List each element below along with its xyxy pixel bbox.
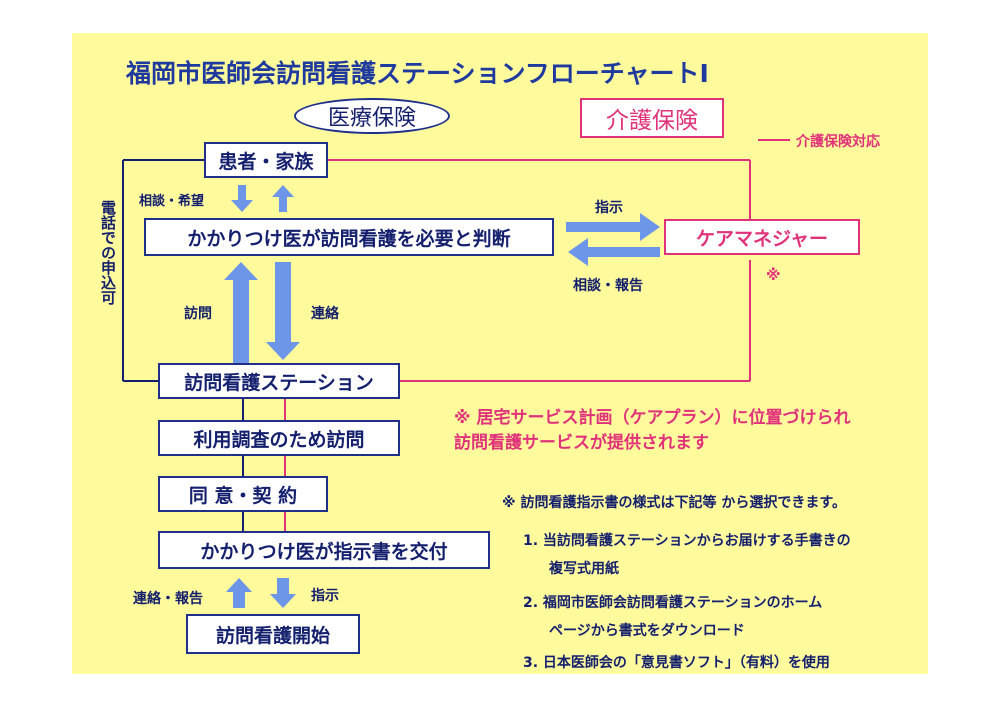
form-item: ページから書式をダウンロード <box>549 623 745 639</box>
arrow-up-visit <box>224 262 258 365</box>
usage-survey-box: 利用調査のため訪問 <box>158 420 400 456</box>
care-manager-box: ケアマネジャー <box>664 219 860 255</box>
consult-request-label: 相談・希望 <box>139 194 205 209</box>
form-item: 複写式用紙 <box>549 561 619 577</box>
medical-insurance-label: 医療保険 <box>294 98 450 134</box>
arrow-down-consult <box>231 185 253 212</box>
contact-label: 連絡 <box>311 306 339 322</box>
instruction-bottom-label: 指示 <box>311 588 339 604</box>
care-insurance-legend: 介護保険対応 <box>796 134 880 150</box>
arrow-right-instruction <box>566 213 660 241</box>
instruction-label: 指示 <box>595 200 623 216</box>
arrow-left-consult <box>568 238 660 266</box>
phone-application-label: 電話での申込可 <box>99 200 117 305</box>
form-item: 2. 福岡市医師会訪問看護ステーションのホーム <box>523 595 823 611</box>
care-plan-note-line1: ※ 居宅サービス計画（ケアプラン）に位置づけられ <box>454 408 851 428</box>
page-title: 福岡市医師会訪問看護ステーションフローチャートⅠ <box>126 59 709 88</box>
arrow-up-consult <box>272 185 294 212</box>
form-item: 1. 当訪問看護ステーションからお届けする手書きの <box>523 533 851 549</box>
asterisk-mark: ※ <box>766 266 781 284</box>
contact-report-label: 連絡・報告 <box>133 591 203 607</box>
instruction-document-box: かかりつけ医が指示書を交付 <box>158 531 490 569</box>
visit-label: 訪問 <box>184 306 212 322</box>
station-box: 訪問看護ステーション <box>158 363 400 399</box>
arrow-up-report <box>226 578 252 608</box>
arrow-down-instruction <box>270 578 296 608</box>
form-item: 3. 日本医師会の「意見書ソフト」（有料）を使用 <box>523 655 830 671</box>
form-note-header: ※ 訪問看護指示書の様式は下記等 から選択できます。 <box>502 495 846 511</box>
care-insurance-label: 介護保険 <box>580 98 724 138</box>
consent-contract-box: 同 意・契 約 <box>158 476 328 512</box>
start-visits-box: 訪問看護開始 <box>186 614 360 654</box>
doctor-judgment-box: かかりつけ医が訪問看護を必要と判断 <box>144 218 554 256</box>
patient-family-box: 患者・家族 <box>204 142 328 178</box>
care-plan-note-line2: 訪問看護サービスが提供されます <box>454 433 709 453</box>
consult-report-label: 相談・報告 <box>573 278 643 294</box>
arrow-down-contact <box>266 262 300 360</box>
medical-insurance-text: 医療保険 <box>327 106 416 131</box>
